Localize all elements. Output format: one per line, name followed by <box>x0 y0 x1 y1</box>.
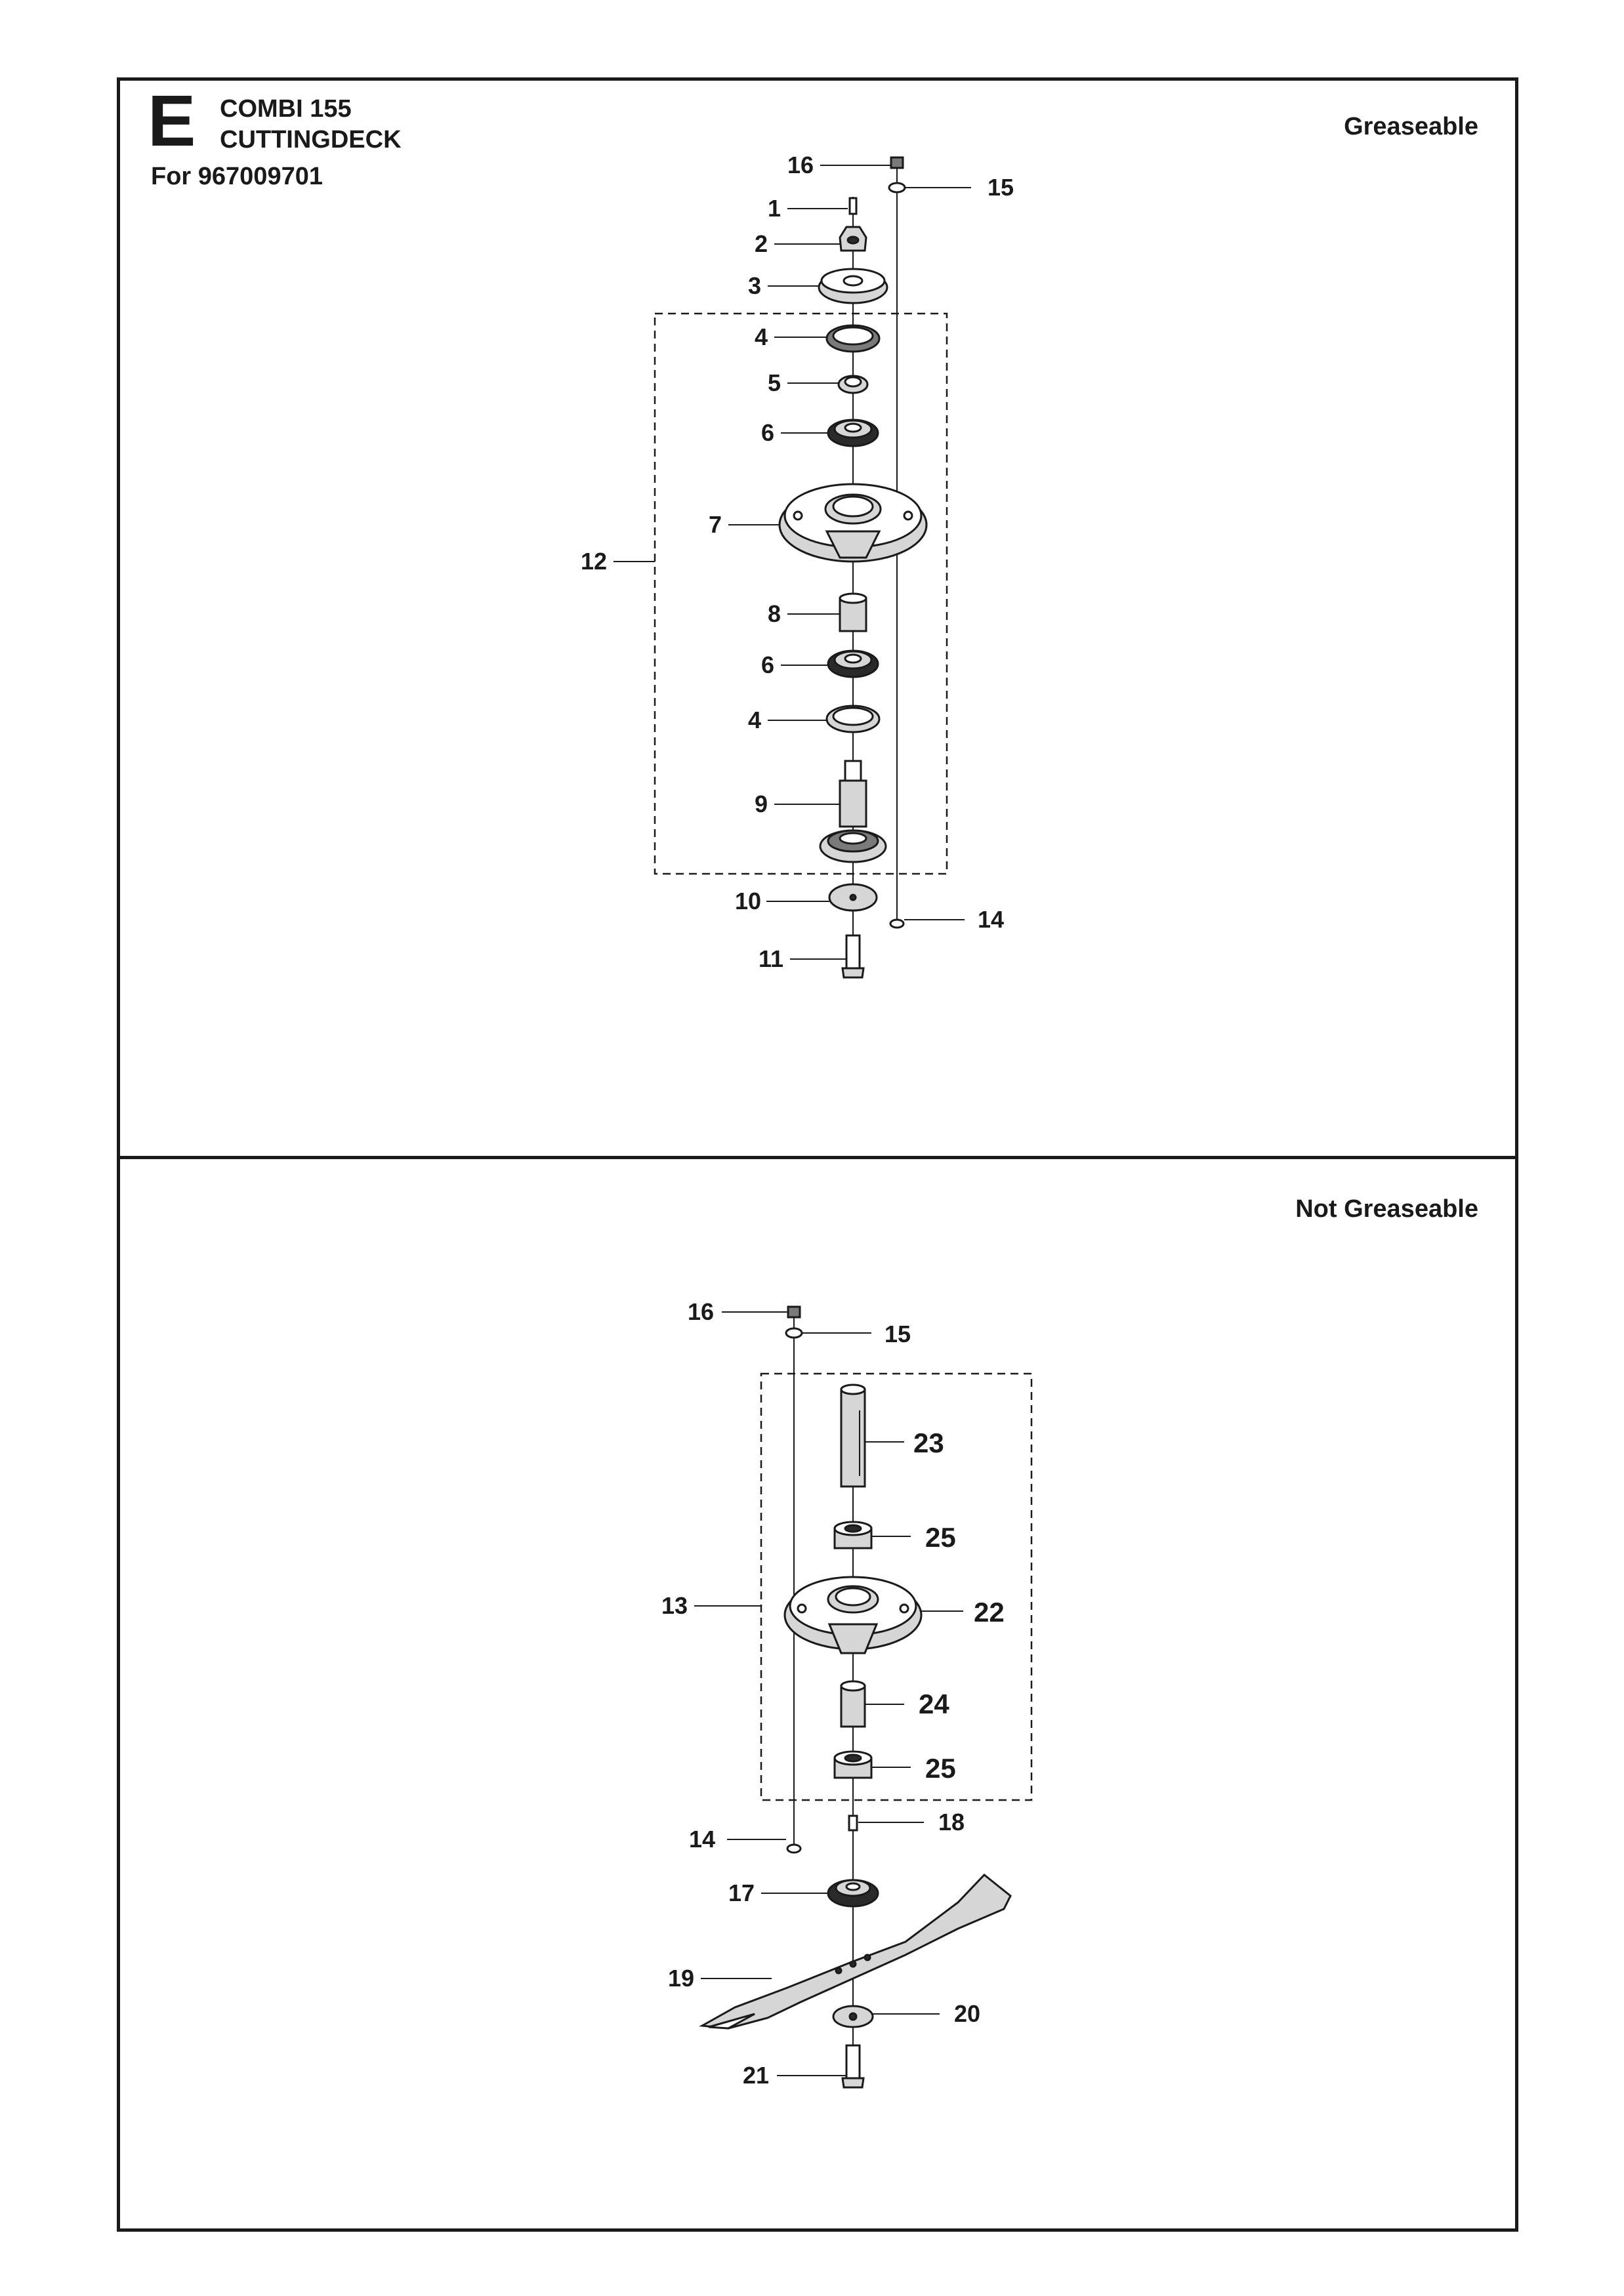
callout-13: 13 <box>661 1592 688 1619</box>
washer-part-10 <box>828 883 878 912</box>
grease-nipple-part-1 <box>848 197 858 215</box>
callout-2: 2 <box>755 230 768 257</box>
section-letter: E <box>148 81 196 161</box>
spindle-housing-part-7 <box>778 483 928 563</box>
kit-boundary-13 <box>760 1372 1033 1801</box>
callout-14: 14 <box>978 906 1004 933</box>
callout-11: 11 <box>759 945 783 972</box>
hub-part-17 <box>827 1879 879 1908</box>
bearing-part-6-lower <box>827 649 879 678</box>
callout-12: 12 <box>581 548 607 575</box>
washer-part-15 <box>888 182 906 194</box>
nut-part-16 <box>890 156 904 169</box>
callout-15: 15 <box>988 174 1014 201</box>
callout-9: 9 <box>755 790 768 817</box>
bottom-assembly: 16 15 23 25 13 22 24 25 14 18 17 19 20 2… <box>661 1298 1033 2089</box>
bearing-part-6-upper <box>827 419 879 447</box>
model-number: For 967009701 <box>151 163 323 190</box>
hex-nut-part-2 <box>839 226 867 252</box>
washer-part-20 <box>832 2005 874 2028</box>
callout-18: 18 <box>938 1809 965 1835</box>
callout-19: 19 <box>668 1965 694 1992</box>
callout-6-upper: 6 <box>761 419 774 446</box>
kit-boundary-12 <box>654 312 948 875</box>
callout-10: 10 <box>735 888 761 914</box>
nut-part-16-bottom <box>787 1305 801 1319</box>
callout-1: 1 <box>768 195 781 222</box>
variant-label-top: Greaseable <box>1344 113 1478 140</box>
cap-part-3 <box>818 268 888 304</box>
callout-8: 8 <box>768 600 781 627</box>
callout-16: 16 <box>787 152 814 178</box>
callout-24: 24 <box>919 1689 949 1719</box>
callout-16-bottom: 16 <box>688 1298 714 1325</box>
shaft-part-23 <box>840 1384 866 1488</box>
callout-3: 3 <box>748 272 761 299</box>
bearing-part-25-lower <box>833 1750 873 1779</box>
washer-part-15-bottom <box>785 1327 803 1339</box>
spindle-shaft-part-9 <box>819 760 887 863</box>
callout-22: 22 <box>974 1597 1005 1628</box>
callout-17: 17 <box>728 1879 755 1906</box>
callout-6-lower: 6 <box>761 651 774 678</box>
bolt-part-11 <box>841 934 865 979</box>
callout-4-lower: 4 <box>748 707 761 733</box>
callout-20: 20 <box>954 2000 980 2027</box>
panel-divider <box>117 1156 1518 1159</box>
callout-23: 23 <box>913 1427 944 1458</box>
page-frame <box>117 77 1518 2232</box>
spindle-housing-part-22 <box>783 1576 923 1654</box>
bolt-part-14-top <box>889 918 905 929</box>
callout-15-bottom: 15 <box>885 1321 911 1347</box>
sleeve-part-8 <box>839 592 867 632</box>
seal-part-4-lower <box>825 705 881 733</box>
key-part-18 <box>848 1814 858 1832</box>
assembly-title: CUTTINGDECK <box>220 126 402 154</box>
callout-25-upper: 25 <box>925 1522 956 1553</box>
top-assembly: 16 15 1 2 3 4 5 6 7 12 8 6 4 9 10 14 11 <box>581 152 1014 979</box>
model-title: COMBI 155 <box>220 95 352 123</box>
blade-part-19 <box>699 1873 1012 2030</box>
callout-5: 5 <box>768 369 781 396</box>
bolt-part-14-bottom <box>786 1843 802 1854</box>
callout-14-bottom: 14 <box>689 1826 715 1853</box>
callout-4-upper: 4 <box>755 323 768 350</box>
callout-21: 21 <box>743 2062 769 2089</box>
callout-7: 7 <box>709 511 722 538</box>
seal-part-4-upper <box>825 324 881 353</box>
callout-25-lower: 25 <box>925 1753 956 1784</box>
sleeve-part-24 <box>840 1680 866 1728</box>
variant-label-bottom: Not Greaseable <box>1295 1195 1478 1223</box>
bearing-part-25-upper <box>833 1521 873 1549</box>
bolt-part-21 <box>841 2044 865 2089</box>
spacer-part-5 <box>837 375 869 394</box>
